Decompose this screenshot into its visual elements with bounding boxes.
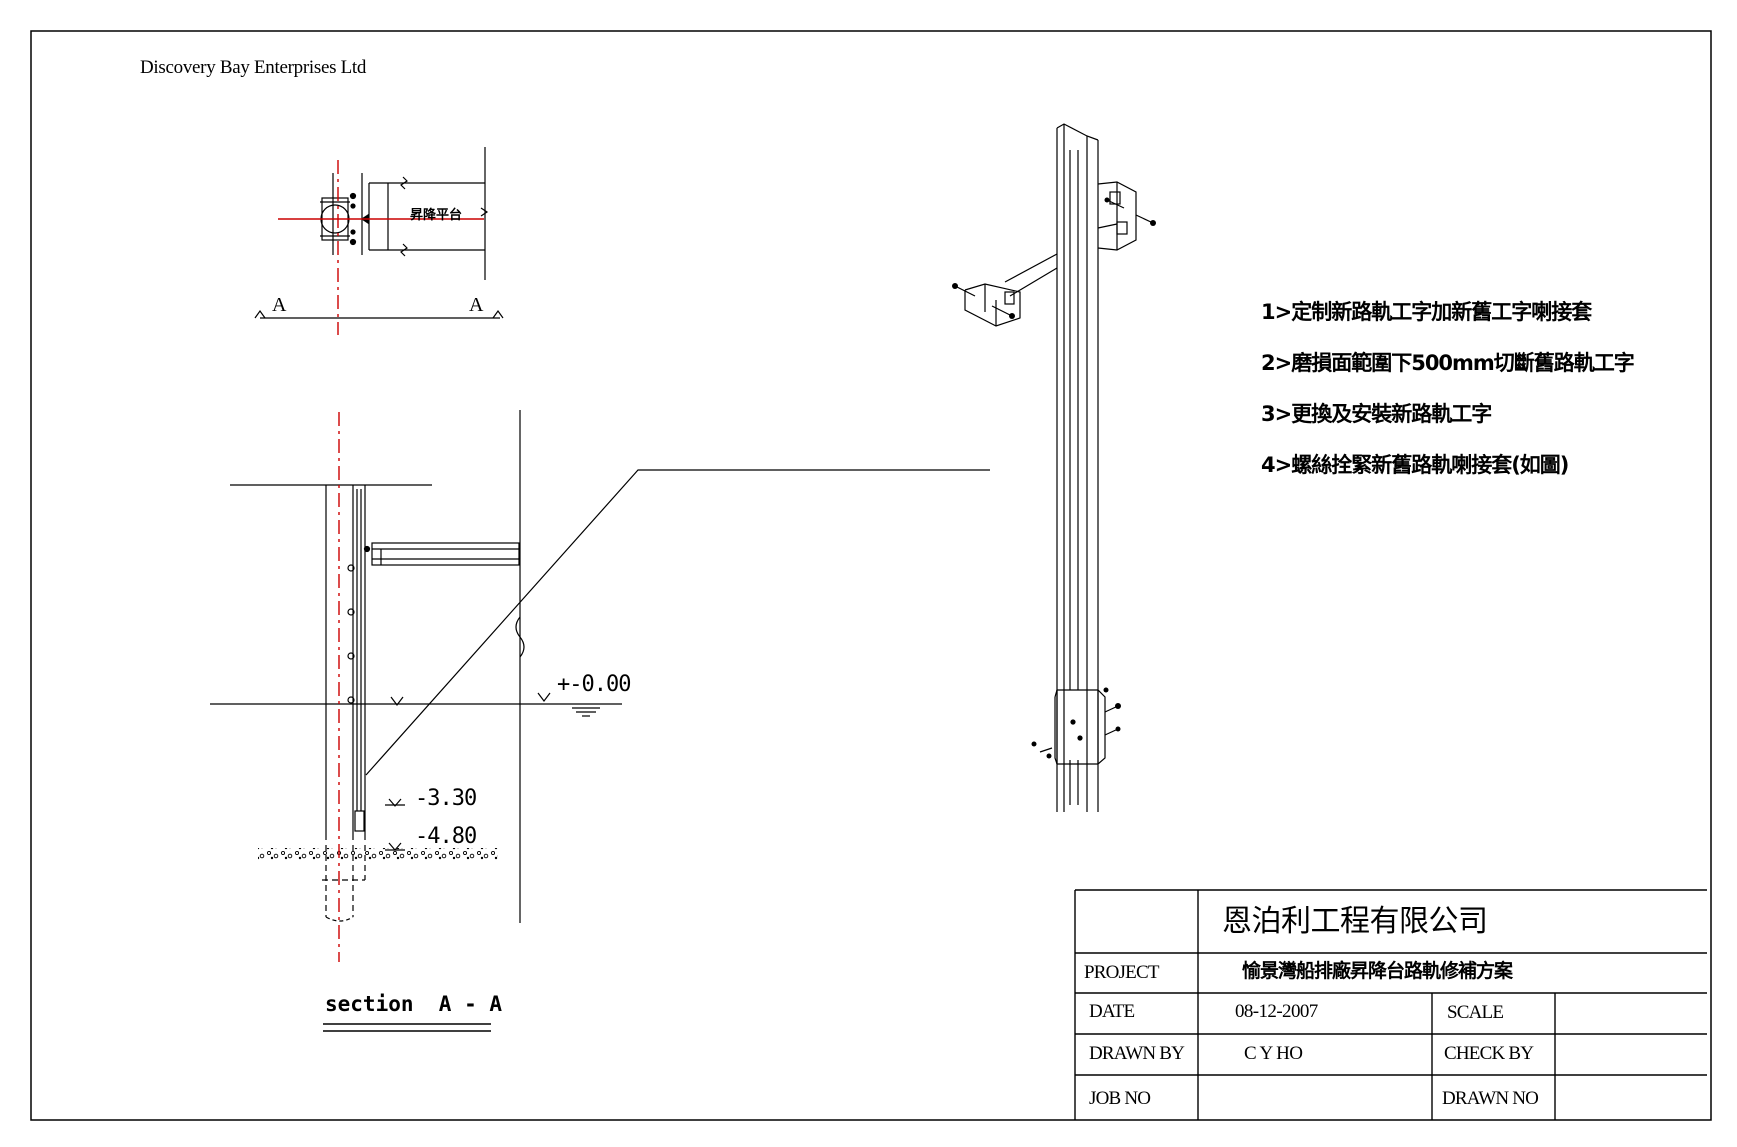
section-mark-right: A: [469, 294, 484, 316]
note-2: 2>磨損面範圍下500mm切斷舊路軌工字: [1261, 351, 1635, 375]
section-title: section A - A: [325, 992, 503, 1016]
drawn-by-value: C Y HO: [1244, 1043, 1303, 1064]
scale-label: SCALE: [1447, 1002, 1504, 1023]
section-view: [210, 410, 990, 1032]
title-block-grid: [1074, 889, 1707, 1120]
project-label: PROJECT: [1084, 962, 1159, 983]
platform-label: 昇降平台: [410, 208, 463, 223]
rail-joint-detail: [954, 123, 1154, 812]
date-label: DATE: [1089, 1001, 1135, 1022]
project-value: 愉景灣船排廠昇降台路軌修補方案: [1242, 960, 1513, 982]
sheet-border: [30, 30, 1712, 1121]
level-minus-4-80: -4.80: [415, 824, 477, 849]
section-mark-left: A: [272, 294, 287, 316]
plan-view: [254, 147, 504, 319]
note-1: 1>定制新路軌工字加新舊工字喇接套: [1261, 300, 1592, 324]
note-4: 4>螺絲拴緊新舊路軌喇接套(如圖): [1261, 453, 1569, 477]
check-by-label: CHECK BY: [1444, 1043, 1534, 1064]
client-name: Discovery Bay Enterprises Ltd: [140, 57, 367, 78]
note-3: 3>更換及安裝新路軌工字: [1261, 402, 1492, 426]
contractor-name: 恩泊利工程有限公司: [1222, 904, 1488, 939]
drawn-no-label: DRAWN NO: [1442, 1088, 1539, 1109]
level-minus-3-30: -3.30: [415, 786, 477, 811]
date-value: 08-12-2007: [1235, 1001, 1318, 1022]
drawn-by-label: DRAWN BY: [1089, 1043, 1185, 1064]
seabed-hatch: [258, 848, 498, 860]
job-no-label: JOB NO: [1089, 1088, 1151, 1109]
level-ground: +-0.00: [557, 672, 631, 697]
plan-centerlines: [278, 160, 484, 335]
detail-bolts: [952, 197, 1156, 759]
